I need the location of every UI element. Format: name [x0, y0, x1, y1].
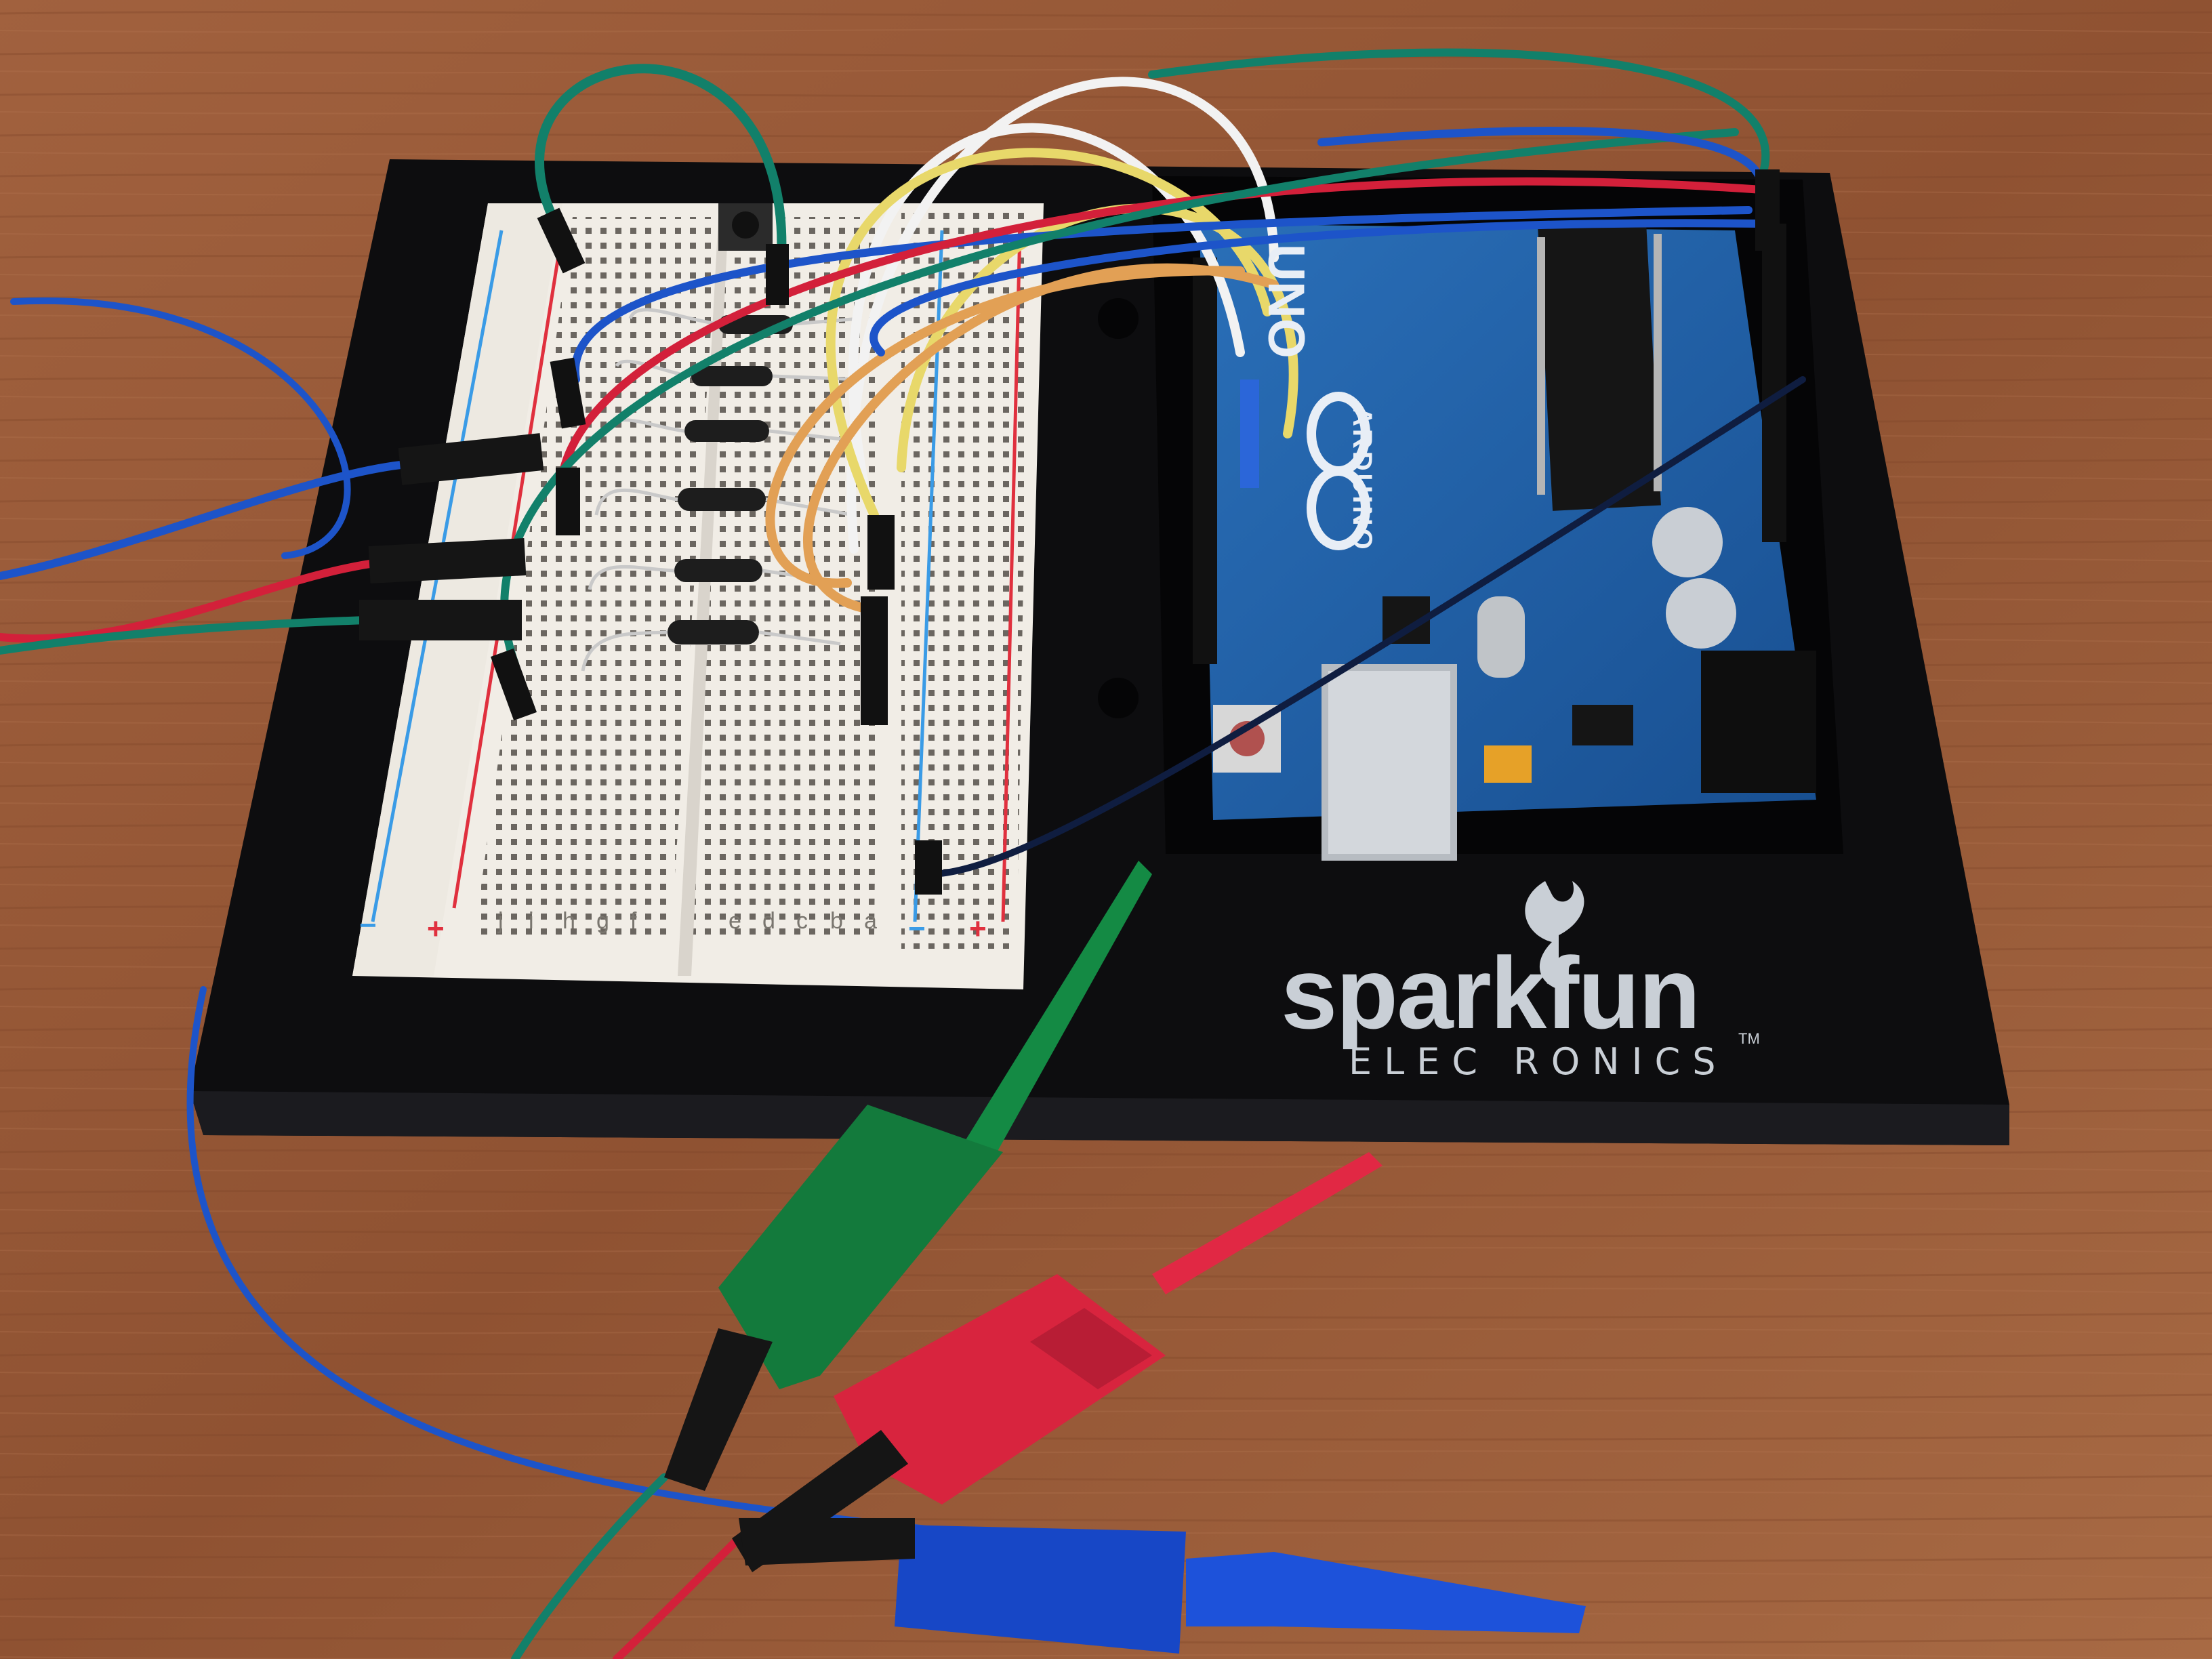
col-letter: c [796, 908, 808, 934]
sparkfun-tm: TM [1738, 1030, 1760, 1047]
col-letter: a [864, 908, 877, 934]
rail-plus-left: + [427, 912, 445, 945]
resistor [674, 559, 762, 582]
breadboard-left-rail [352, 203, 562, 976]
header-digital [1193, 258, 1217, 664]
chip-pins [1537, 234, 1662, 495]
holder-edge [190, 1091, 2009, 1145]
flame-icon [1525, 881, 1584, 989]
col-letter: f [630, 908, 637, 934]
smd-fuse [1484, 745, 1532, 783]
crystal [1477, 596, 1525, 678]
resistor [691, 366, 773, 386]
sparkfun-logo-text: sparkfun [1281, 936, 1700, 1050]
arduino-brand-label: ARDUINO [1347, 407, 1377, 552]
resistor [668, 620, 759, 644]
rail-minus-right: − [908, 912, 926, 945]
holder-screw-bottom [1098, 678, 1139, 718]
probe-header-plugs [359, 433, 544, 640]
col-letter: h [562, 908, 575, 934]
blue-probe-clip [739, 1518, 1586, 1654]
col-letter: e [729, 908, 741, 934]
col-letter: d [762, 908, 775, 934]
rail-minus-left: − [359, 909, 377, 942]
jumper-plugs [490, 169, 1780, 895]
col-letter: g [596, 908, 609, 934]
col-letter: j [497, 908, 504, 934]
sparkfun-electronics-text: ELEC RONICS [1349, 1040, 1728, 1083]
usb-jack-shade [1328, 671, 1450, 854]
power-jack [1701, 651, 1816, 793]
green-probe-clip [664, 861, 1152, 1491]
rail-line-red-right [1001, 230, 1022, 922]
arduino-logo [1307, 392, 1370, 550]
resistor [684, 420, 769, 442]
rail-plus-right: + [969, 912, 987, 945]
voltage-regulator [1572, 705, 1633, 745]
header-power [1762, 224, 1786, 542]
holder-screw-top [1098, 298, 1139, 339]
breadboard-column-letters: j i h g f e d c b a [497, 908, 877, 934]
resistor [678, 488, 766, 511]
col-letter: i [529, 908, 534, 934]
capacitor-1 [1652, 507, 1723, 577]
breadboard-right-rail [901, 210, 1030, 949]
breadboard-center-gap [678, 217, 729, 976]
capacitor-2 [1666, 578, 1736, 649]
resistors [581, 308, 861, 672]
jumper-wires [500, 48, 1806, 878]
arduino-uno-label: UNO [1257, 244, 1315, 359]
col-letter: b [830, 908, 843, 934]
atmega-chip [1538, 221, 1661, 511]
pushbutton-cap [732, 211, 759, 239]
